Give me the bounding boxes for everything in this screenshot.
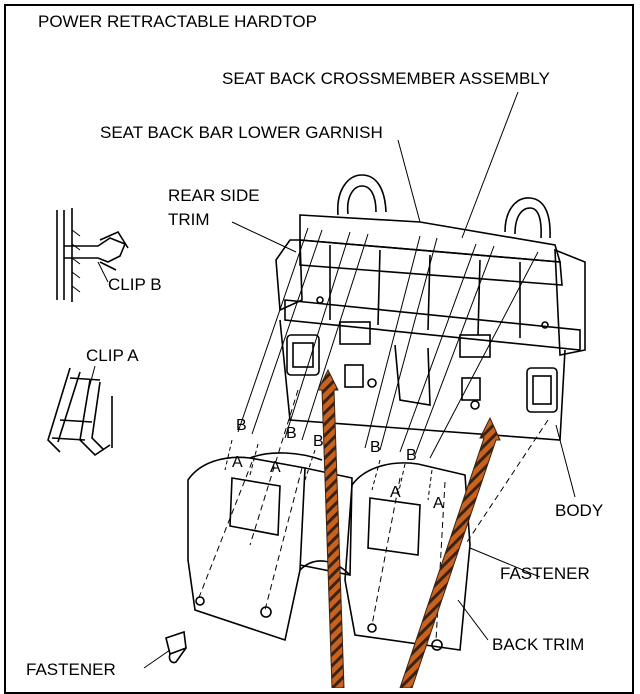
fastener-lines <box>197 389 549 641</box>
marker-b: B <box>370 439 381 456</box>
label-crossmember-assembly: SEAT BACK CROSSMEMBER ASSEMBLY <box>222 69 550 88</box>
leader-lines <box>87 91 576 669</box>
diagram-title: POWER RETRACTABLE HARDTOP <box>38 12 317 31</box>
label-fastener-left: FASTENER <box>26 660 116 679</box>
back-trim-panels <box>187 452 471 651</box>
label-rear-side-trim-line2: TRIM <box>168 210 210 229</box>
marker-b: B <box>236 417 247 434</box>
removal-arrows <box>317 368 501 688</box>
clip-b-detail <box>56 208 129 302</box>
arrow-left <box>317 368 345 688</box>
clip-dashes <box>224 439 433 501</box>
fastener-bolt <box>165 630 187 664</box>
marker-b: B <box>406 447 417 464</box>
marker-a: A <box>270 459 281 476</box>
marker-a: A <box>390 484 401 501</box>
label-rear-side-trim-line1: REAR SIDE <box>168 186 260 205</box>
label-body: BODY <box>555 501 604 520</box>
marker-a: A <box>433 495 444 512</box>
label-clip-a: CLIP A <box>86 346 139 365</box>
crossmember-assembly <box>275 174 586 441</box>
label-back-trim: BACK TRIM <box>492 635 585 654</box>
label-lower-garnish: SEAT BACK BAR LOWER GARNISH <box>100 123 383 142</box>
marker-b: B <box>286 425 297 442</box>
clip-a-detail <box>47 367 113 457</box>
label-fastener-right: FASTENER <box>500 564 590 583</box>
arrow-right <box>399 416 501 688</box>
marker-a: A <box>232 454 243 471</box>
guide-lines <box>237 227 539 459</box>
label-clip-b: CLIP B <box>108 275 162 294</box>
marker-b: B <box>313 433 324 450</box>
